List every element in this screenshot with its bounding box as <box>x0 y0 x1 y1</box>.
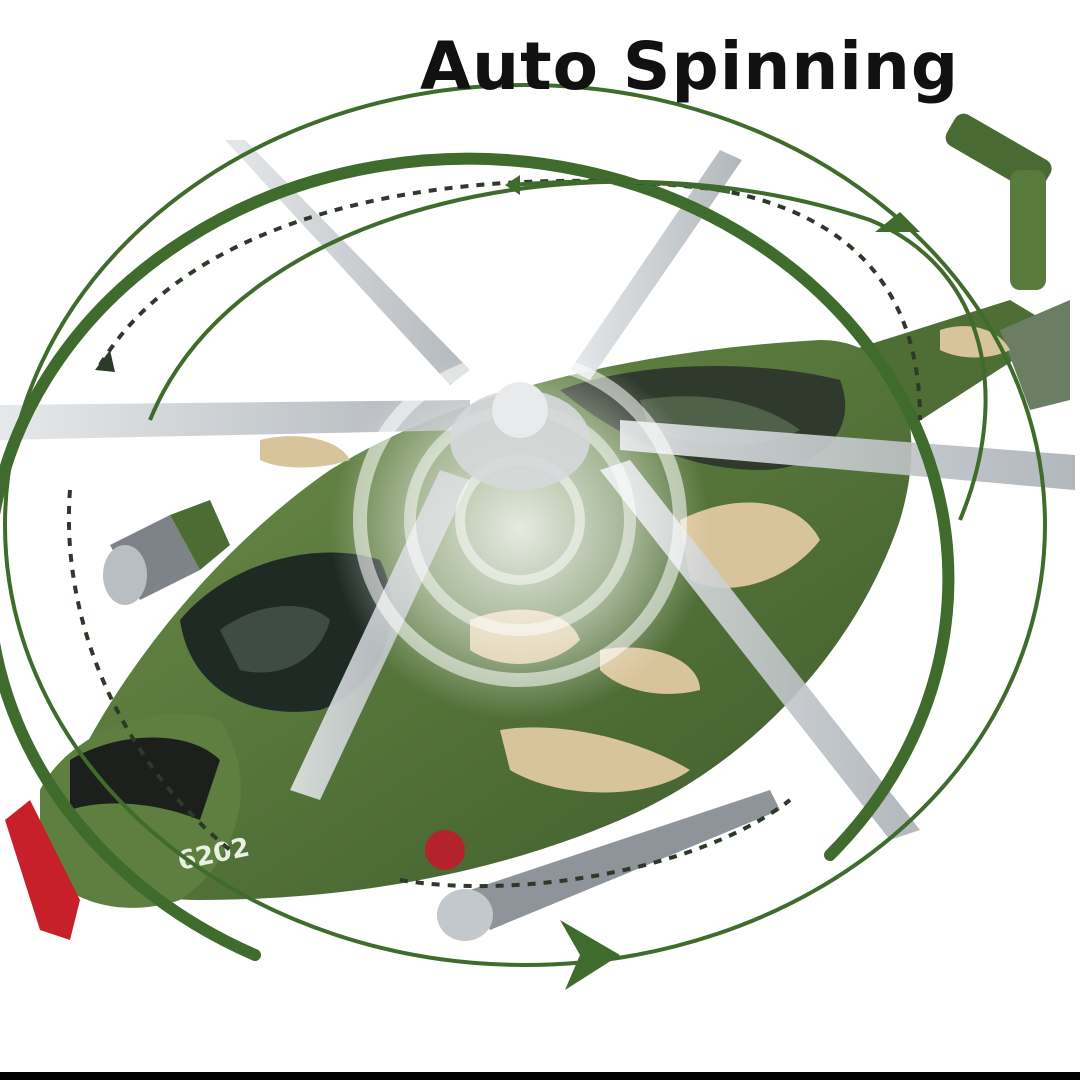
spin-blur <box>330 340 710 720</box>
spin-indicator <box>0 83 1047 990</box>
arrow-right-icon <box>560 920 620 990</box>
bottom-divider <box>0 1072 1080 1080</box>
rotor-hub <box>450 382 590 490</box>
arrow-left-icon <box>505 175 520 195</box>
weapon-pod-right <box>437 790 780 941</box>
arrow-up-icon <box>875 212 920 232</box>
engine-pod-left <box>103 500 230 605</box>
headline: Auto Spinning <box>420 28 960 105</box>
arrow-left-dashed-icon <box>95 350 115 372</box>
